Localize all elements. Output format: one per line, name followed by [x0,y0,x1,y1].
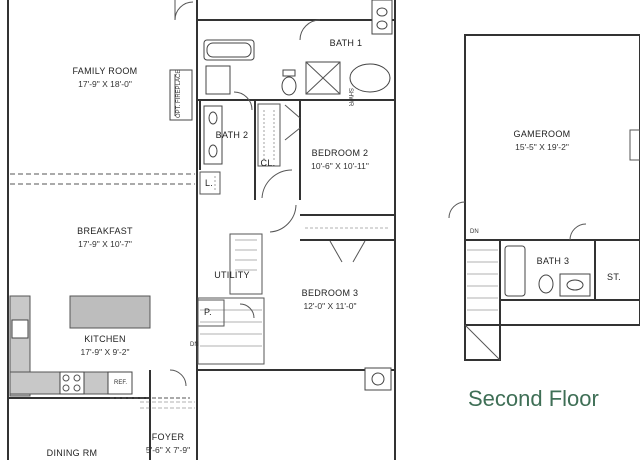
room-family-room-name: FAMILY ROOM [73,66,138,76]
room-breakfast-dim: 17'-9" X 10'-7" [78,239,132,249]
label-ref: REF. [114,380,127,386]
room-gameroom-dim: 15'-5" X 19'-2" [515,142,569,152]
room-bedroom3-dim: 12'-0" X 11'-0" [303,301,356,311]
room-foyer-name: FOYER [152,432,185,442]
room-dining-name: DINING RM [47,448,98,458]
label-dn-first: DN [190,342,199,348]
room-kitchen-dim: 17'-9" X 9'-2" [81,347,130,357]
room-bath1-name: BATH 1 [330,38,363,48]
room-bedroom2-dim: 10'-6" X 10'-11" [311,161,369,171]
room-bath3-name: BATH 3 [537,256,570,266]
label-shower: SHWR [347,88,353,107]
room-breakfast-name: BREAKFAST [77,226,133,236]
room-utility-name: UTILITY [214,270,250,280]
label-closet: CL. [261,158,276,168]
room-kitchen-name: KITCHEN [84,334,126,344]
room-family-room-dim: 17'-9" X 18'-0" [78,79,132,89]
room-gameroom-name: GAMEROOM [514,129,571,139]
label-pantry: P. [204,307,212,317]
label-dn-second: DN [470,229,479,235]
room-foyer-dim: 5'-6" X 7'-9" [146,445,190,455]
room-storage-name: ST. [607,272,621,282]
label-linen: L. [205,178,213,188]
room-bedroom2-name: BEDROOM 2 [312,148,369,158]
label-fireplace: OPT. FIREPLACE [176,70,182,118]
room-bath2-name: BATH 2 [216,130,249,140]
floor-label: Second Floor [468,386,599,411]
room-bedroom3-name: BEDROOM 3 [302,288,359,298]
